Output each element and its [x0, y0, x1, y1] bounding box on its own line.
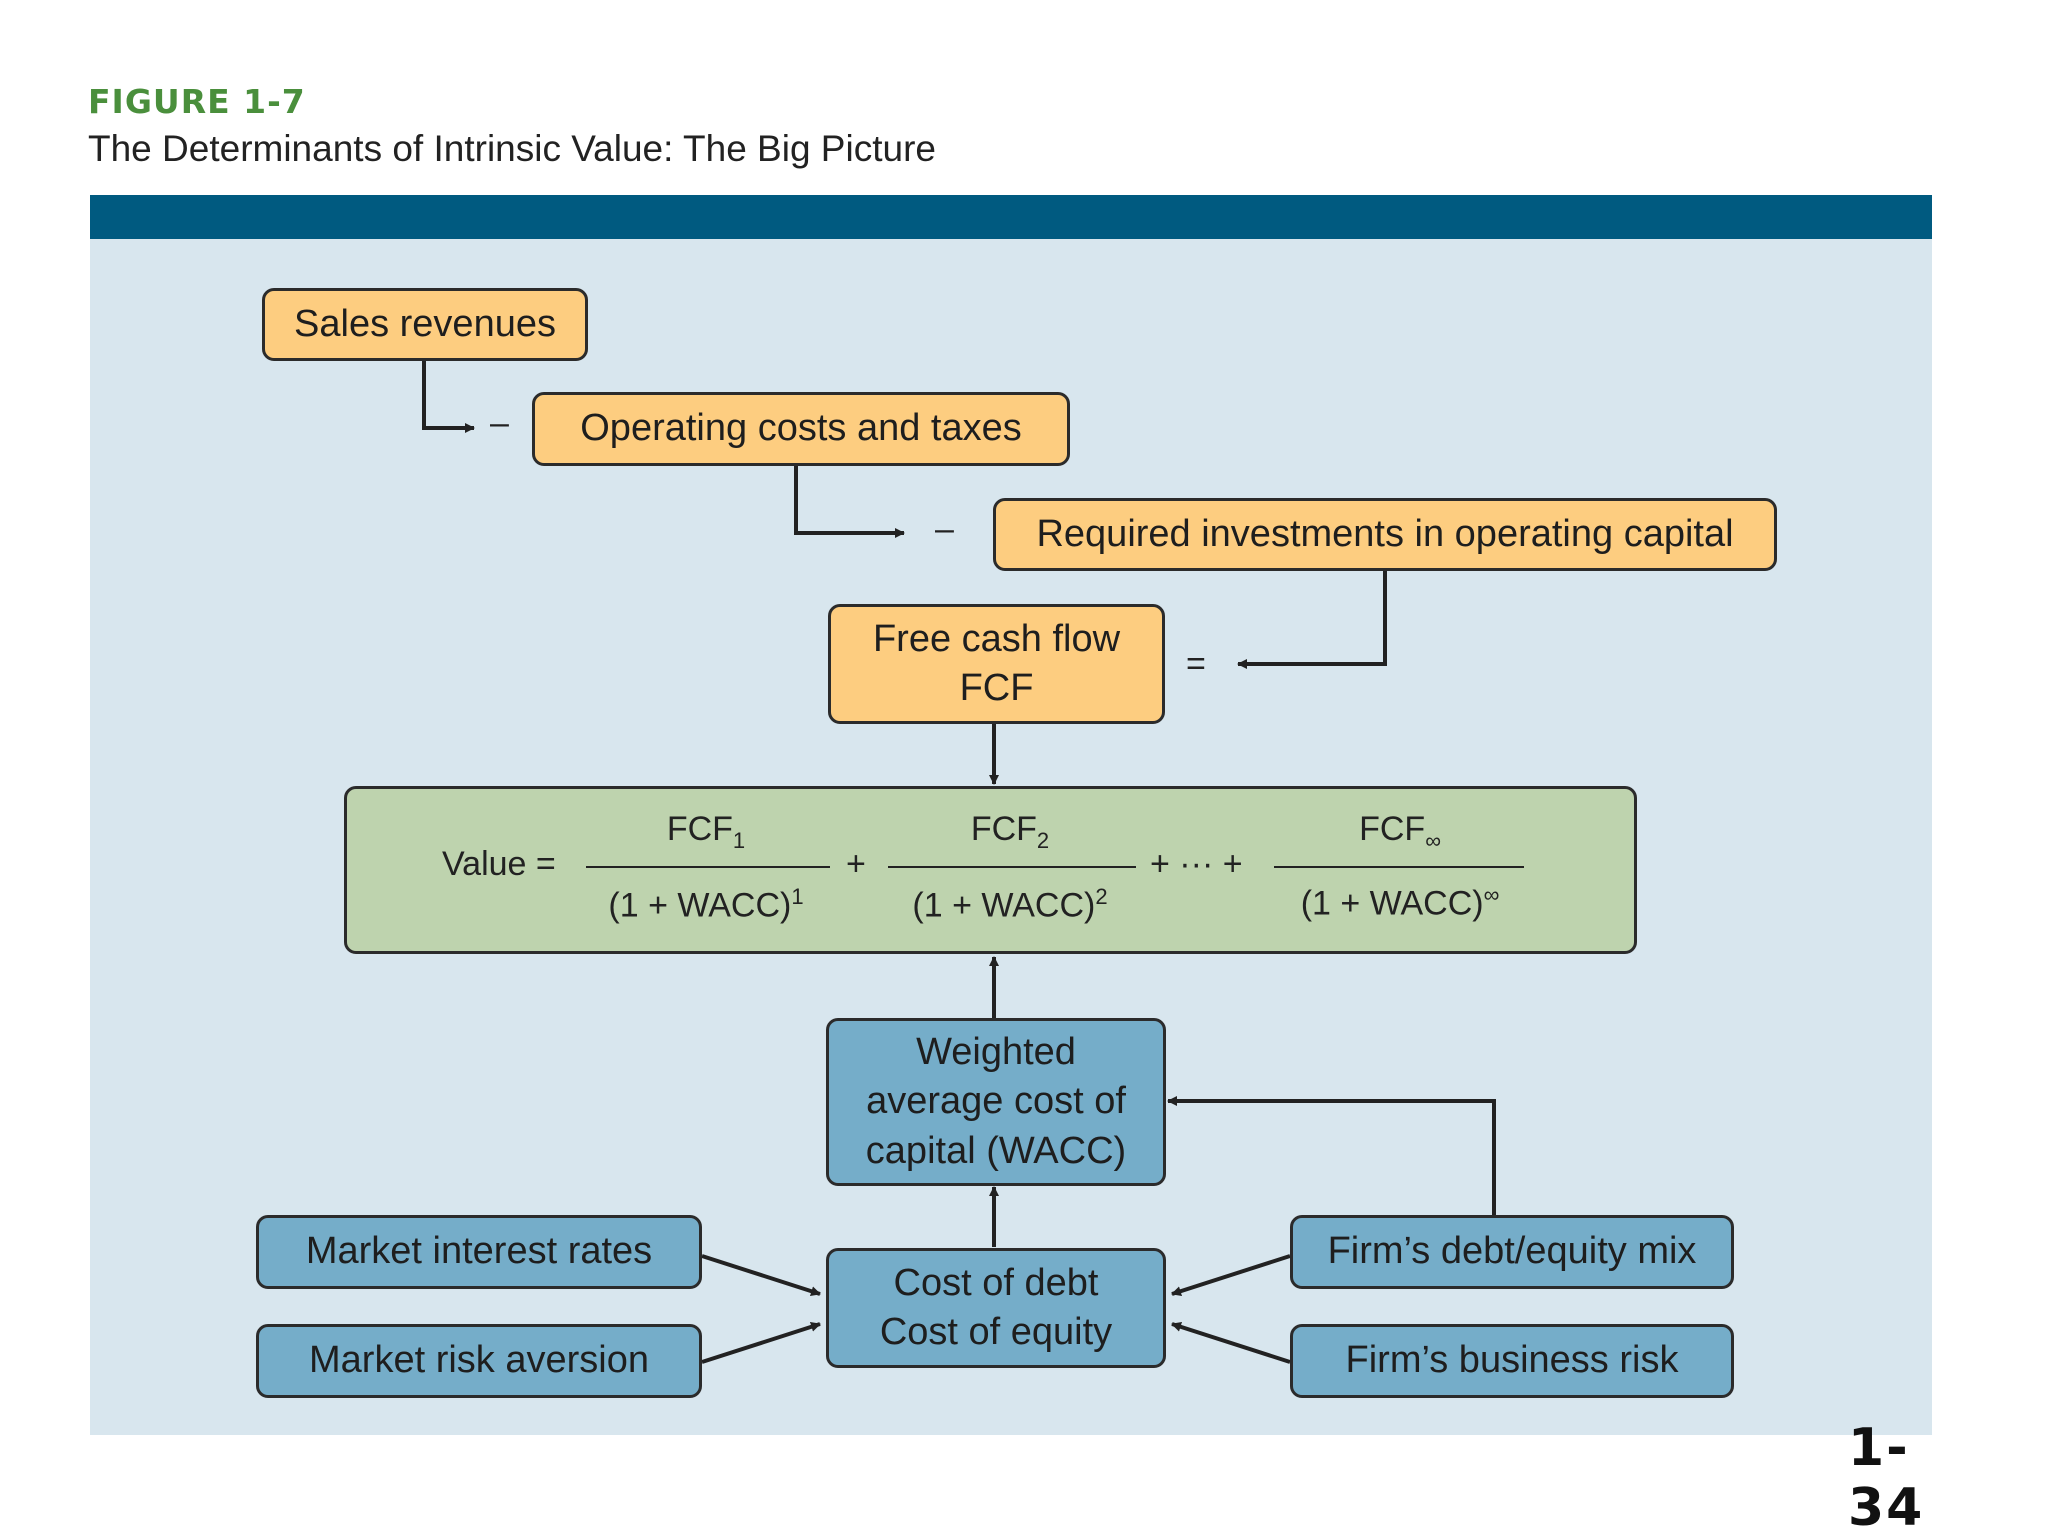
cost-of-equity-label: Cost of equity	[879, 1311, 1113, 1353]
sales-revenues-box: Sales revenues	[262, 288, 588, 361]
numerator-1: FCF1	[666, 810, 746, 853]
wacc-label-line2: average cost of	[866, 1080, 1126, 1123]
wacc-label-line3: capital (WACC)	[865, 1129, 1127, 1172]
cost-of-capital-box: Cost of debt Cost of equity	[826, 1248, 1166, 1368]
figure-label: FIGURE 1-7	[88, 82, 306, 121]
numerator-3: FCF∞	[1359, 810, 1441, 853]
wacc-label-line1: Weighted	[916, 1030, 1076, 1073]
denominator-2: (1 + WACC)2	[912, 884, 1108, 925]
market-risk-aversion-box: Market risk aversion	[256, 1324, 702, 1398]
required-investments-label: Required investments in operating capita…	[1036, 512, 1734, 555]
plus-dots-operator: + ··· +	[1150, 845, 1243, 883]
sales-revenues-label: Sales revenues	[294, 302, 556, 345]
market-interest-rates-label: Market interest rates	[305, 1230, 653, 1273]
fraction-bar-3	[1274, 866, 1524, 868]
market-risk-aversion-label: Market risk aversion	[309, 1339, 649, 1382]
required-investments-box: Required investments in operating capita…	[993, 498, 1777, 571]
market-interest-rates-box: Market interest rates	[256, 1215, 702, 1289]
plus-operator-1: +	[846, 845, 866, 883]
minus-operator-2: –	[935, 510, 954, 548]
fraction-bar-2	[888, 866, 1136, 868]
page-number: 1-34	[1848, 1418, 1925, 1538]
connector-investment-to-fcf	[1237, 571, 1387, 669]
fcf-label-line2: FCF	[959, 667, 1034, 709]
value-label: Value =	[442, 845, 556, 883]
panel-header-bar	[90, 195, 1932, 239]
equals-operator: =	[1186, 645, 1206, 683]
fraction-bar-1	[586, 866, 830, 868]
figure-title: The Determinants of Intrinsic Value: The…	[88, 128, 936, 169]
wacc-box: Weighted average cost of capital (WACC)	[826, 1018, 1166, 1186]
debt-equity-mix-box: Firm’s debt/equity mix	[1290, 1215, 1734, 1289]
business-risk-label: Firm’s business risk	[1345, 1339, 1679, 1382]
denominator-3: (1 + WACC)∞	[1300, 882, 1500, 923]
minus-operator-1: –	[490, 404, 509, 442]
cost-of-debt-label: Cost of debt	[893, 1261, 1099, 1304]
connector-mix-to-wacc	[1167, 1096, 1496, 1215]
operating-costs-label: Operating costs and taxes	[580, 407, 1022, 450]
connector-business-risk-to-costs	[1171, 1321, 1291, 1364]
connector-risk-aversion-to-costs	[701, 1321, 821, 1364]
debt-equity-mix-label: Firm’s debt/equity mix	[1327, 1230, 1697, 1273]
connector-opcost-to-investment	[794, 466, 905, 538]
connector-interest-to-costs	[701, 1254, 821, 1297]
business-risk-box: Firm’s business risk	[1290, 1324, 1734, 1398]
numerator-2: FCF2	[970, 810, 1050, 853]
operating-costs-box: Operating costs and taxes	[532, 392, 1070, 466]
free-cash-flow-box: Free cash flow FCF	[828, 604, 1165, 724]
value-formula-box	[344, 786, 1637, 954]
fcf-label-line1: Free cash flow	[872, 617, 1121, 660]
connector-sales-to-opcost	[422, 361, 475, 433]
denominator-1: (1 + WACC)1	[608, 884, 804, 925]
connector-mix-to-costs	[1171, 1254, 1291, 1297]
